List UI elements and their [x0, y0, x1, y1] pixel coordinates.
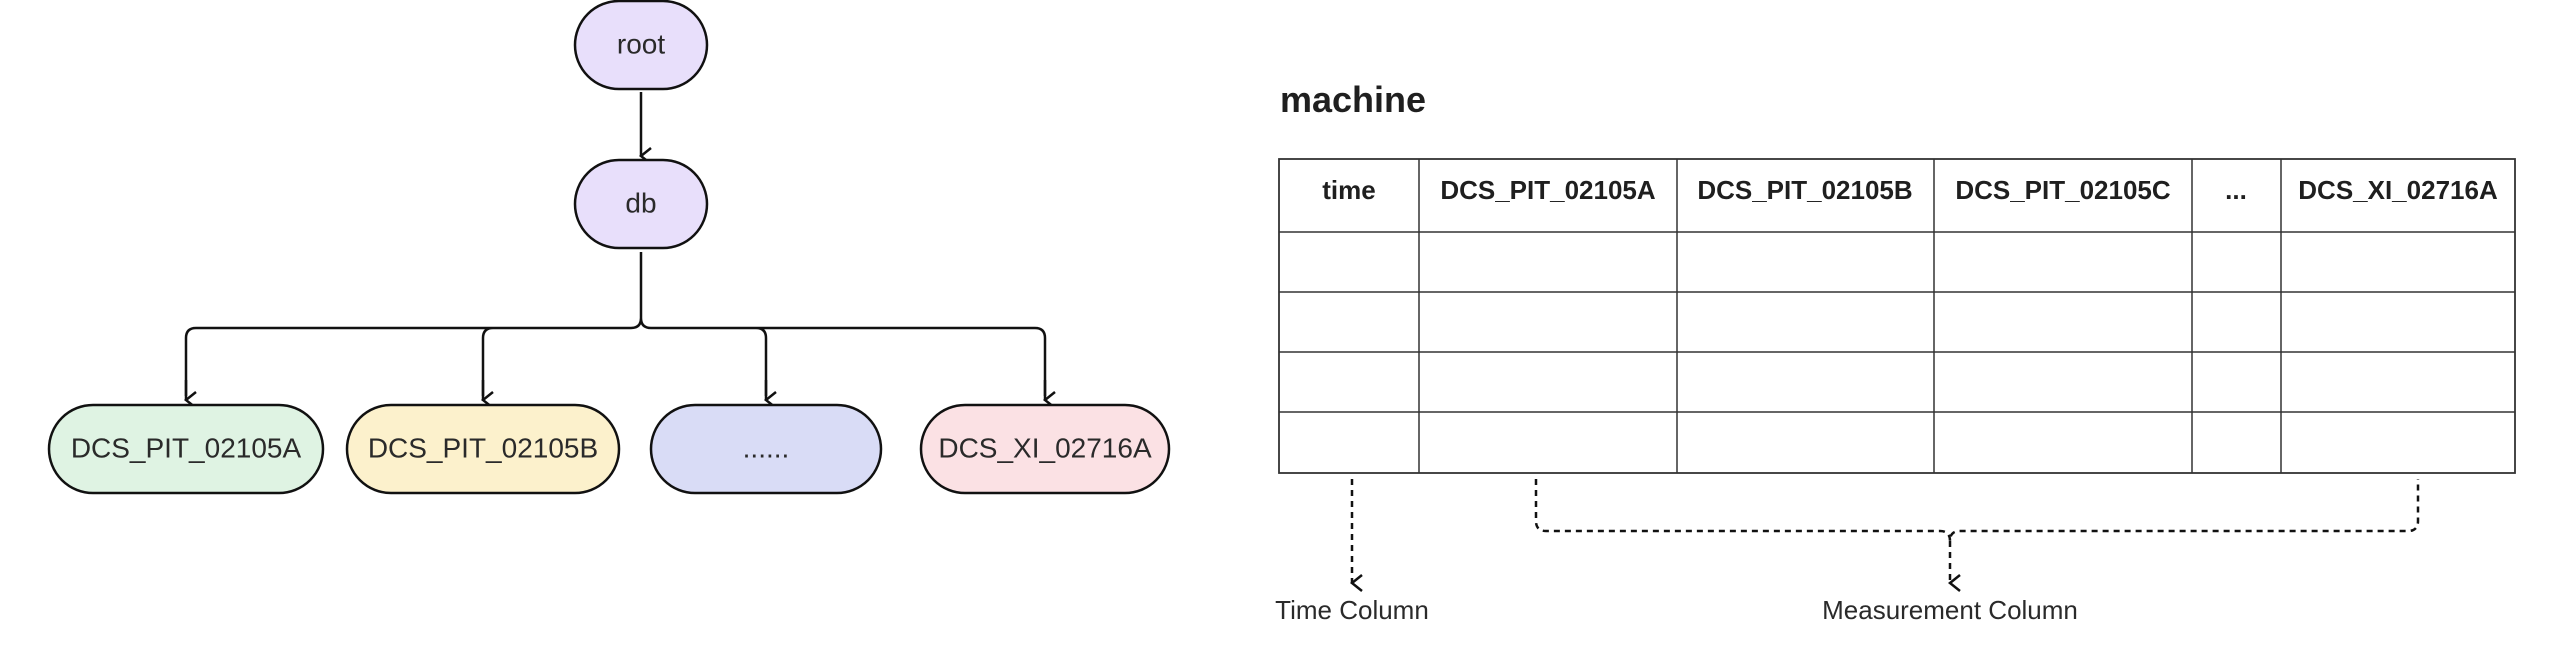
time-column-label: Time Column — [1275, 595, 1429, 625]
column-header: DCS_PIT_02105A — [1440, 175, 1656, 205]
root-node: root — [573, 0, 709, 91]
table-column-lines — [1418, 159, 2282, 473]
child-node-2: DCS_PIT_02105B — [345, 403, 621, 495]
measurement-column-bracket — [1534, 479, 2420, 542]
column-header: DCS_PIT_02105C — [1955, 175, 2171, 205]
column-header: DCS_PIT_02105B — [1697, 175, 1912, 205]
table-border — [1278, 158, 2516, 474]
table-row-lines — [1279, 231, 2515, 413]
db-node-label: db — [625, 187, 656, 218]
db-node: db — [573, 158, 709, 250]
table-title: machine — [1280, 79, 1426, 120]
column-header-ellipsis: ... — [2225, 175, 2247, 205]
hierarchy-tree: root db DCS_PIT_02105A DCS_PIT_02105B ..… — [47, 0, 1171, 495]
child-node-3: ...... — [649, 403, 883, 495]
child-node-label: DCS_XI_02716A — [938, 432, 1152, 463]
root-node-label: root — [617, 28, 665, 59]
column-header: DCS_XI_02716A — [2298, 175, 2498, 205]
child-node-label: ...... — [743, 432, 790, 463]
child-node-label: DCS_PIT_02105B — [368, 432, 598, 463]
db-to-children-connector — [184, 252, 1047, 396]
measurement-column-label: Measurement Column — [1822, 595, 2078, 625]
child-node-label: DCS_PIT_02105A — [71, 432, 302, 463]
measurement-table: machine time DCS_PIT_02105A DCS_PIT_0210… — [1275, 79, 2516, 625]
child-node-1: DCS_PIT_02105A — [47, 403, 325, 495]
column-header-time: time — [1322, 175, 1375, 205]
child-node-4: DCS_XI_02716A — [919, 403, 1171, 495]
